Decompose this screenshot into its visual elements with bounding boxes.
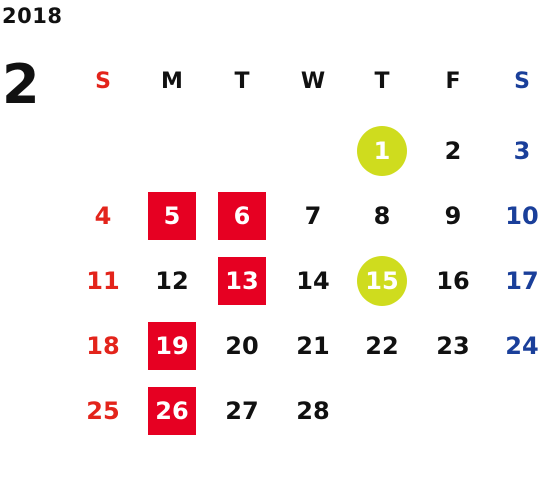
day-cell-12[interactable]: 12 <box>137 249 207 313</box>
day-cell-16[interactable]: 16 <box>418 249 488 313</box>
day-cell-4[interactable]: 4 <box>68 184 138 248</box>
day-number: 16 <box>436 267 470 295</box>
day-cell-21[interactable]: 21 <box>278 314 348 378</box>
day-number: 19 <box>155 332 189 360</box>
year-label: 2018 <box>2 4 63 28</box>
day-number: 12 <box>155 267 189 295</box>
day-number: 22 <box>365 332 399 360</box>
day-cell-22[interactable]: 22 <box>347 314 417 378</box>
day-cell-1[interactable]: 1 <box>347 119 417 183</box>
day-cell-7[interactable]: 7 <box>278 184 348 248</box>
day-number: 13 <box>225 267 259 295</box>
day-number: 3 <box>513 137 531 165</box>
day-number: 11 <box>86 267 120 295</box>
day-cell-11[interactable]: 11 <box>68 249 138 313</box>
weekday-header-saturday: S <box>514 68 530 94</box>
weekday-header-friday: F <box>445 68 461 94</box>
day-cell-13[interactable]: 13 <box>207 249 277 313</box>
month-number: 2 <box>2 53 40 116</box>
day-cell-10[interactable]: 10 <box>487 184 548 248</box>
day-number: 9 <box>444 202 462 230</box>
day-number: 4 <box>94 202 112 230</box>
day-number: 24 <box>505 332 539 360</box>
day-number: 7 <box>304 202 322 230</box>
day-number: 8 <box>373 202 391 230</box>
day-number: 18 <box>86 332 120 360</box>
day-cell-5[interactable]: 5 <box>137 184 207 248</box>
weekday-header-tuesday: T <box>234 68 250 94</box>
day-cell-26[interactable]: 26 <box>137 379 207 443</box>
day-cell-17[interactable]: 17 <box>487 249 548 313</box>
day-number: 26 <box>155 397 189 425</box>
day-cell-27[interactable]: 27 <box>207 379 277 443</box>
day-number: 6 <box>233 202 251 230</box>
day-cell-24[interactable]: 24 <box>487 314 548 378</box>
day-number: 20 <box>225 332 259 360</box>
day-number: 23 <box>436 332 470 360</box>
day-cell-8[interactable]: 8 <box>347 184 417 248</box>
day-number: 10 <box>505 202 539 230</box>
weekday-header-monday: M <box>161 68 183 94</box>
day-cell-9[interactable]: 9 <box>418 184 488 248</box>
day-cell-23[interactable]: 23 <box>418 314 488 378</box>
day-cell-15[interactable]: 15 <box>347 249 417 313</box>
day-cell-28[interactable]: 28 <box>278 379 348 443</box>
day-cell-14[interactable]: 14 <box>278 249 348 313</box>
weekday-header-wednesday: W <box>300 68 326 94</box>
day-cell-20[interactable]: 20 <box>207 314 277 378</box>
day-cell-2[interactable]: 2 <box>418 119 488 183</box>
day-number: 1 <box>373 137 391 165</box>
day-number: 21 <box>296 332 330 360</box>
day-number: 25 <box>86 397 120 425</box>
day-cell-3[interactable]: 3 <box>487 119 548 183</box>
day-number: 28 <box>296 397 330 425</box>
day-number: 5 <box>163 202 181 230</box>
day-cell-18[interactable]: 18 <box>68 314 138 378</box>
day-cell-19[interactable]: 19 <box>137 314 207 378</box>
day-number: 27 <box>225 397 259 425</box>
day-number: 15 <box>365 267 399 295</box>
day-number: 2 <box>444 137 462 165</box>
day-cell-6[interactable]: 6 <box>207 184 277 248</box>
weekday-header-sunday: S <box>95 68 111 94</box>
day-number: 17 <box>505 267 539 295</box>
day-number: 14 <box>296 267 330 295</box>
day-cell-25[interactable]: 25 <box>68 379 138 443</box>
weekday-header-thursday: T <box>374 68 390 94</box>
